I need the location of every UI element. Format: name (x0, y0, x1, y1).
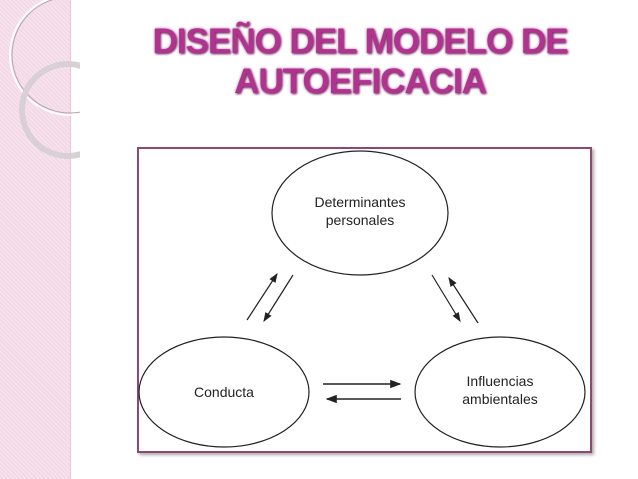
title-line-2: AUTOEFICACIA (234, 62, 487, 101)
node-personal-label: Determinantes personales (290, 193, 430, 229)
node-personal-ellipse (271, 150, 449, 276)
node-environment-line-2: ambientales (462, 391, 538, 407)
arrow-personal-to-environment (431, 274, 461, 323)
arrow-behavior-to-personal (246, 272, 278, 321)
arrow-personal-to-behavior (263, 274, 294, 323)
node-environment-line-1: Influencias (466, 373, 534, 389)
node-environment-label: Influencias ambientales (435, 372, 565, 408)
arrow-environment-to-personal (448, 276, 479, 324)
node-personal-line-1: Determinantes (314, 194, 406, 210)
node-personal-line-2: personales (325, 212, 395, 228)
node-behavior-ellipse (138, 336, 310, 448)
node-behavior-label: Conducta (194, 384, 254, 400)
title-line-1: DISEÑO DEL MODELO DE (152, 22, 569, 61)
slide-title: DISEÑO DEL MODELO DE AUTOEFICACIA (100, 22, 620, 102)
node-environment-ellipse (414, 336, 586, 448)
decorative-circles (9, 0, 80, 159)
